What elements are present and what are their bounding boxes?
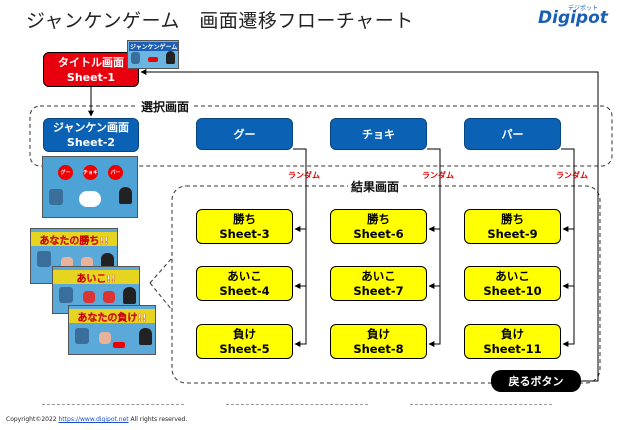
choice-box-guu: グー — [196, 118, 293, 150]
result-sheet: Sheet-7 — [353, 283, 404, 298]
back-button[interactable]: 戻るボタン — [491, 370, 581, 392]
logo-subtext: デジポット — [568, 5, 599, 12]
janken-screen-sheet: Sheet-2 — [66, 136, 116, 149]
speech-bubble — [79, 191, 101, 207]
result-sheet: Sheet-3 — [219, 226, 270, 241]
logo-text: Digipot — [538, 8, 608, 28]
footer-divider-1 — [42, 404, 184, 405]
robot-icon — [59, 287, 73, 303]
result-sheet: Sheet-5 — [219, 341, 270, 356]
arrows-choice-3 — [561, 148, 575, 347]
copyright-prefix: Copyright©2022 — [6, 416, 59, 423]
result-sheet: Sheet-10 — [483, 283, 542, 298]
arrows-choice-1 — [293, 148, 307, 347]
title-thumbnail-text: ジャンケンゲーム — [129, 42, 178, 51]
person-icon — [119, 187, 132, 204]
hand-icon — [103, 291, 115, 303]
result-label: 勝ち — [233, 211, 256, 226]
title-screen-name: タイトル画面 — [58, 55, 124, 69]
result-thumb-bracket — [149, 257, 173, 311]
page-title: ジャンケンゲーム 画面遷移フローチャート — [26, 10, 414, 32]
result-screen-label: 結果画面 — [348, 178, 403, 195]
person-icon — [123, 287, 136, 304]
paa-circle: パー — [108, 165, 123, 180]
result-sheet: Sheet-8 — [353, 341, 404, 356]
random-label-3: ランダム — [556, 171, 588, 180]
result-label: 勝ち — [367, 211, 390, 226]
result-label: 負け — [501, 326, 524, 341]
title-thumbnail: ジャンケンゲーム — [127, 40, 179, 69]
select-screen-label: 選択画面 — [138, 98, 193, 115]
result-sheet: Sheet-6 — [353, 226, 404, 241]
result-label: あいこ — [227, 268, 262, 283]
result-label: あいこ — [361, 268, 396, 283]
title-screen-box: タイトル画面 Sheet-1 — [43, 52, 139, 87]
robot-icon — [75, 328, 89, 344]
person-icon — [166, 51, 175, 64]
choice-box-paa: パー — [464, 118, 561, 150]
logo: Digipot デジポット — [538, 5, 612, 30]
footer-divider-3 — [410, 404, 552, 405]
copyright-suffix: All rights reserved. — [128, 416, 188, 423]
choki-circle: チョキ — [83, 165, 98, 180]
result-label: あいこ — [495, 268, 530, 283]
copyright-footer: Copyright©2022 https://www.digipot.net A… — [6, 416, 187, 423]
arrows-choice-2 — [427, 148, 441, 347]
result-sheet: Sheet-9 — [487, 226, 538, 241]
select-group-border — [29, 105, 613, 167]
guu-circle: グー — [58, 165, 73, 180]
janken-screen-box: ジャンケン画面 Sheet-2 — [43, 118, 139, 152]
robot-icon — [131, 52, 140, 64]
result-sheet: Sheet-11 — [483, 341, 542, 356]
janken-thumbnail: グー チョキ パー — [42, 156, 138, 218]
robot-icon — [37, 251, 51, 267]
random-label-2: ランダム — [422, 171, 454, 180]
footer-divider-2 — [226, 404, 368, 405]
robot-icon — [49, 189, 63, 205]
lose-banner: あなたの負け!! — [69, 309, 155, 324]
back-button-mini — [113, 342, 125, 348]
copyright-link[interactable]: https://www.digipot.net — [58, 416, 129, 423]
hand-icon — [83, 291, 95, 303]
person-icon — [139, 328, 152, 345]
result-label: 勝ち — [501, 211, 524, 226]
start-button-mini — [148, 57, 158, 62]
random-label-1: ランダム — [288, 171, 320, 180]
result-label: 負け — [367, 326, 390, 341]
arrow-back-to-title — [140, 69, 599, 382]
hand-icon — [99, 332, 111, 344]
lose-thumbnail: あなたの負け!! — [68, 305, 156, 355]
win-banner: あなたの勝ち!! — [31, 232, 117, 247]
result-sheet: Sheet-4 — [219, 283, 270, 298]
person-icon — [101, 253, 114, 270]
draw-banner: あいこ!! — [53, 270, 139, 285]
janken-screen-name: ジャンケン画面 — [52, 121, 130, 134]
title-screen-sheet: Sheet-1 — [66, 70, 116, 84]
choice-box-choki: チョキ — [330, 118, 427, 150]
result-label: 負け — [233, 326, 256, 341]
